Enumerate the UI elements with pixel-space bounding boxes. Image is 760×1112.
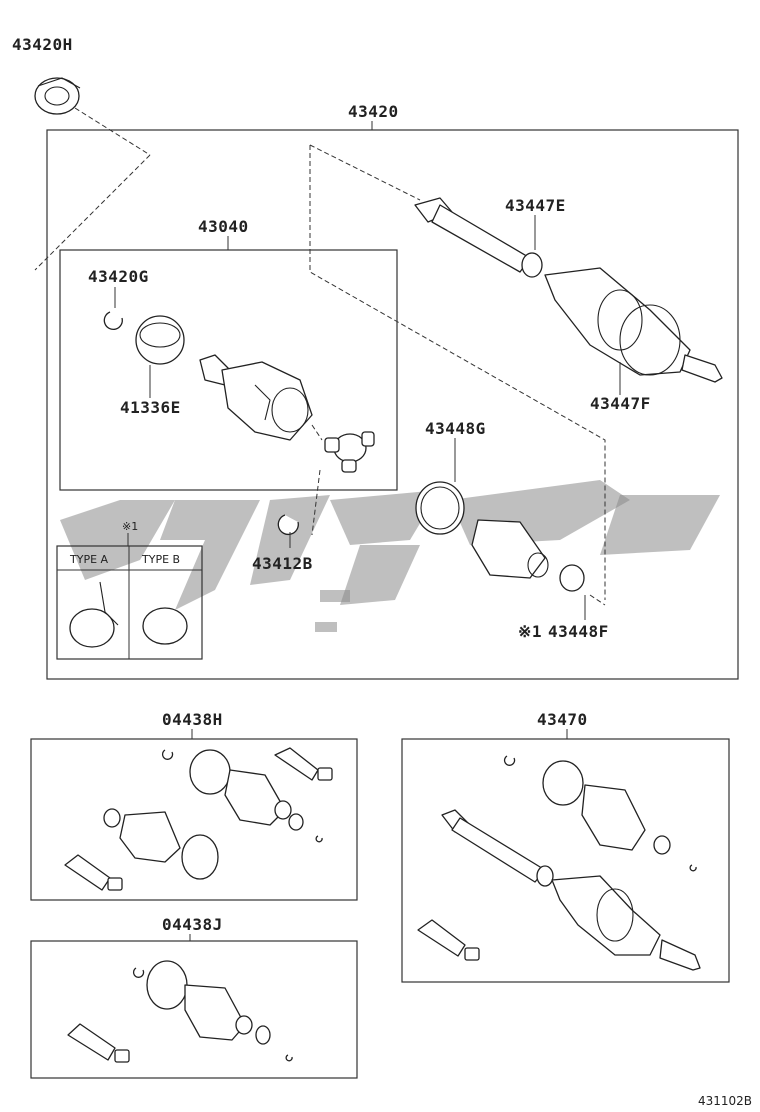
label-43448F: 43448F: [548, 622, 609, 641]
label-04438H: 04438H: [162, 710, 223, 729]
kit-box-04438J: [30, 940, 358, 1079]
inner-box-43040: [59, 249, 398, 491]
label-43420H: 43420H: [12, 35, 73, 54]
kit-43470-parts[interactable]: [417, 755, 701, 971]
type-b-label: TYPE B: [141, 553, 180, 566]
note-mark-43448F: ※1: [518, 622, 542, 641]
label-43040: 43040: [198, 217, 249, 236]
type-a-label: TYPE A: [69, 553, 109, 566]
label-04438J: 04438J: [162, 915, 223, 934]
type-table: TYPE A TYPE B: [56, 545, 203, 660]
assembly-box-43420: [46, 129, 739, 680]
inboard-joint-housing[interactable]: [199, 354, 313, 441]
kit-box-43470: [401, 738, 730, 983]
clamp-type-b: [142, 607, 188, 645]
oil-seal-43420H[interactable]: [34, 77, 81, 115]
drive-shaft[interactable]: [414, 197, 723, 383]
snap-ring-43412B[interactable]: [277, 514, 299, 536]
label-43448G: 43448G: [425, 419, 486, 438]
boot-clamp-43448F[interactable]: [559, 564, 585, 592]
label-43420: 43420: [348, 102, 399, 121]
kit-04438H-parts[interactable]: [64, 747, 333, 891]
snap-ring-43420G[interactable]: [103, 311, 123, 330]
boot-clamp-43448G[interactable]: [415, 481, 465, 535]
note-mark-type: ※1: [122, 520, 138, 533]
label-41336E: 41336E: [120, 398, 181, 417]
tripod-joint[interactable]: [324, 431, 375, 473]
kit-box-04438H: [30, 738, 358, 901]
label-43470: 43470: [537, 710, 588, 729]
label-43420G: 43420G: [88, 267, 149, 286]
watermark-logo: [60, 480, 720, 632]
label-43447F: 43447F: [590, 394, 651, 413]
diagram-reference: 431102B: [698, 1094, 752, 1108]
kit-04438J-parts[interactable]: [67, 960, 293, 1063]
label-43412B: 43412B: [252, 554, 313, 573]
ring-41336E[interactable]: [135, 315, 185, 365]
boot-43448G[interactable]: [471, 519, 549, 579]
label-43447E: 43447E: [505, 196, 566, 215]
clamp-type-a: [69, 608, 115, 648]
